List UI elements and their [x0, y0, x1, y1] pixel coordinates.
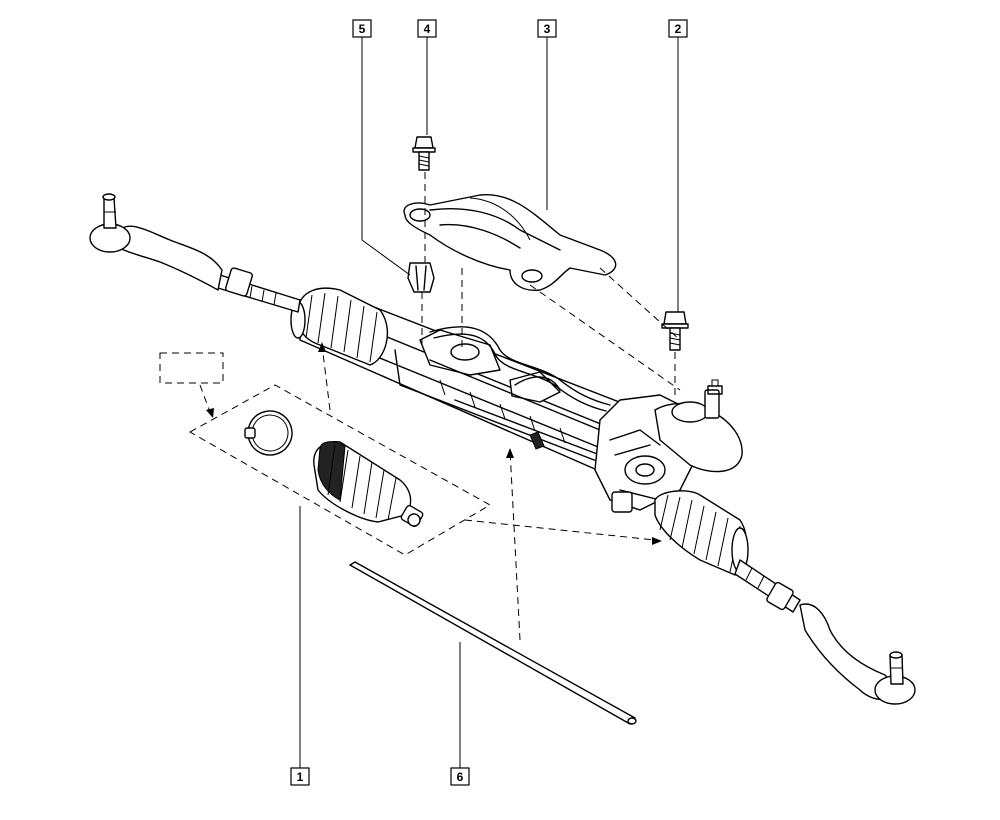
callout-label: 2 [675, 22, 682, 36]
empty-reference-box [159, 352, 224, 384]
boot-clamp-ring [244, 410, 293, 456]
callout-label: 3 [544, 22, 551, 36]
steering-rack-housing [299, 289, 656, 481]
bolt-4 [412, 136, 436, 171]
callout-4: 4 [417, 19, 437, 38]
nut-5 [407, 262, 435, 293]
callout-6: 6 [450, 767, 470, 786]
callout-3: 3 [537, 19, 557, 38]
dashed-leader-lines [199, 172, 681, 641]
pinion-valve-housing [594, 379, 743, 513]
callout-5: 5 [352, 19, 372, 38]
callout-label: 4 [424, 22, 431, 36]
right-tie-rod [734, 559, 916, 705]
callout-label: 1 [297, 770, 304, 784]
guide-rod-part [349, 561, 637, 725]
right-rack-boot [654, 490, 749, 576]
callout-1: 1 [290, 767, 310, 786]
callout-label: 5 [359, 22, 366, 36]
callout-2: 2 [668, 19, 688, 38]
leader-arrowheads [206, 342, 662, 545]
bolt-2 [661, 311, 689, 351]
left-tie-rod [89, 193, 301, 313]
callout-label: 6 [457, 770, 464, 784]
mounting-bracket [403, 194, 617, 291]
boot-kit-outline [188, 384, 492, 556]
callout-leaders [299, 37, 679, 768]
steering-boot-part [313, 441, 424, 528]
